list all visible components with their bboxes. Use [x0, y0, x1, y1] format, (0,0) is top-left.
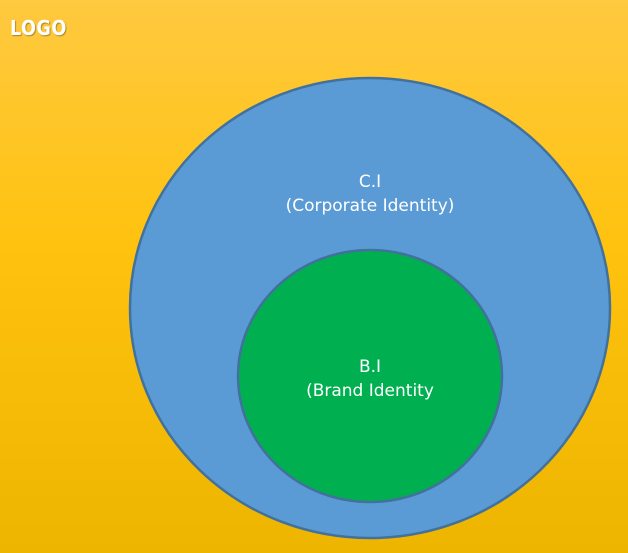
- brand-identity-full: (Brand Identity: [306, 381, 434, 401]
- brand-identity-circle: [236, 248, 504, 504]
- brand-identity-abbr: B.I: [358, 357, 382, 377]
- corporate-identity-label: C.I (Corporate Identity): [220, 170, 520, 218]
- corporate-identity-abbr: C.I: [358, 172, 382, 192]
- logo-text: LOGO: [10, 16, 67, 40]
- brand-identity-label: B.I (Brand Identity: [240, 355, 500, 403]
- corporate-identity-full: (Corporate Identity): [285, 196, 455, 216]
